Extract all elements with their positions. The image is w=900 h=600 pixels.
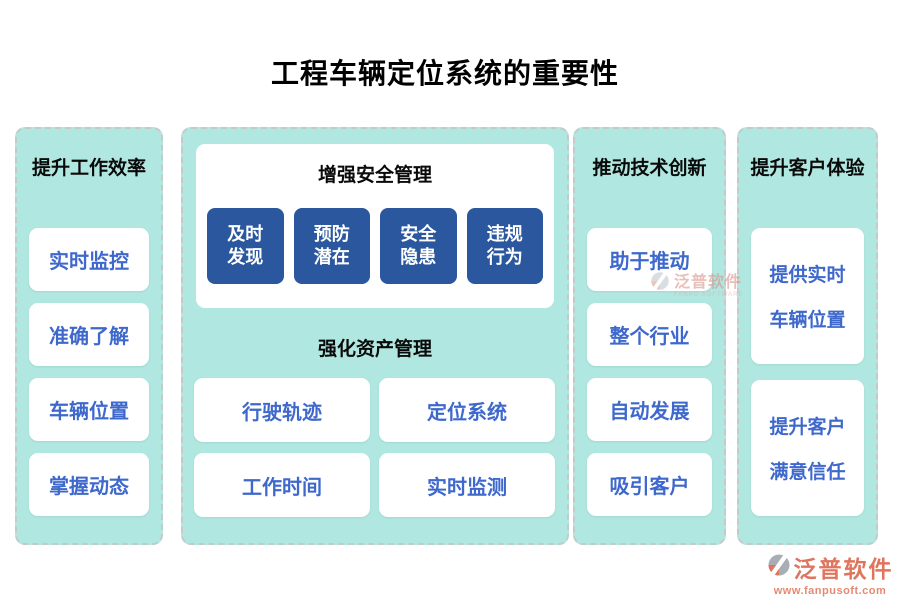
list-item-line: 车辆位置 <box>769 310 846 331</box>
fanpu-logo-icon <box>650 270 670 297</box>
asset-item: 实时监测 <box>379 453 555 517</box>
safety-management-panel: 增强安全管理 及时 发现 预防 潜在 安全 隐患 违规 行为 <box>196 144 554 308</box>
list-item: 实时监控 <box>29 228 149 291</box>
safety-box-line: 发现 <box>227 247 264 267</box>
safety-box-line: 违规 <box>486 223 523 244</box>
column-header: 提升客户体验 <box>750 158 865 179</box>
brand-url: www.fanpusoft.com <box>773 585 887 597</box>
safety-box: 预防 潜在 <box>293 208 370 284</box>
asset-item: 行驶轨迹 <box>194 378 370 442</box>
safety-box: 安全 隐患 <box>380 208 457 284</box>
watermark-subtitle: FANPU SOFTWARE <box>674 292 744 298</box>
list-item: 吸引客户 <box>587 453 712 516</box>
column-work-efficiency: 提升工作效率 实时监控 准确了解 车辆位置 掌握动态 <box>15 127 163 545</box>
list-item: 助于推动 <box>587 228 712 291</box>
list-item: 准确了解 <box>29 303 149 366</box>
list-item: 车辆位置 <box>29 378 149 441</box>
page-title: 工程车辆定位系统的重要性 <box>270 58 619 89</box>
column-header: 推动技术创新 <box>592 158 707 179</box>
safety-box-line: 潜在 <box>313 247 350 267</box>
safety-box-line: 隐患 <box>400 247 437 267</box>
asset-item: 定位系统 <box>379 378 555 442</box>
column-customer-experience: 提升客户体验 提供实时 车辆位置 提升客户 满意信任 <box>737 127 878 545</box>
list-item: 掌握动态 <box>29 453 149 516</box>
brand-name: 泛普软件 <box>793 556 894 582</box>
fanpu-logo-icon <box>767 552 791 583</box>
column-center-management: 增强安全管理 及时 发现 预防 潜在 安全 隐患 违规 行为 <box>181 127 569 545</box>
list-item: 提供实时 车辆位置 <box>751 228 864 364</box>
safety-box-line: 及时 <box>227 223 264 244</box>
asset-item: 工作时间 <box>194 453 370 517</box>
safety-panel-title: 增强安全管理 <box>317 165 432 186</box>
safety-box-line: 安全 <box>400 223 437 244</box>
safety-box: 及时 发现 <box>207 208 284 284</box>
list-item-line: 提升客户 <box>769 417 846 438</box>
safety-box-line: 预防 <box>313 223 350 244</box>
asset-management-title: 强化资产管理 <box>317 339 432 360</box>
safety-box-line: 行为 <box>486 247 523 267</box>
brand-logo: 泛普软件 www.fanpusoft.com <box>764 550 896 597</box>
column-header: 提升工作效率 <box>31 158 146 179</box>
list-item-line: 满意信任 <box>769 462 846 483</box>
safety-box: 违规 行为 <box>466 208 543 284</box>
list-item: 整个行业 <box>587 303 712 366</box>
list-item: 自动发展 <box>587 378 712 441</box>
list-item: 提升客户 满意信任 <box>751 380 864 516</box>
list-item-line: 提供实时 <box>769 265 846 286</box>
safety-box-row: 及时 发现 预防 潜在 安全 隐患 违规 行为 <box>207 208 543 284</box>
column-tech-innovation: 推动技术创新 助于推动 整个行业 自动发展 吸引客户 <box>573 127 726 545</box>
watermark: 泛普软件 FANPU SOFTWARE <box>650 268 743 298</box>
watermark-name: 泛普软件 <box>674 274 743 291</box>
